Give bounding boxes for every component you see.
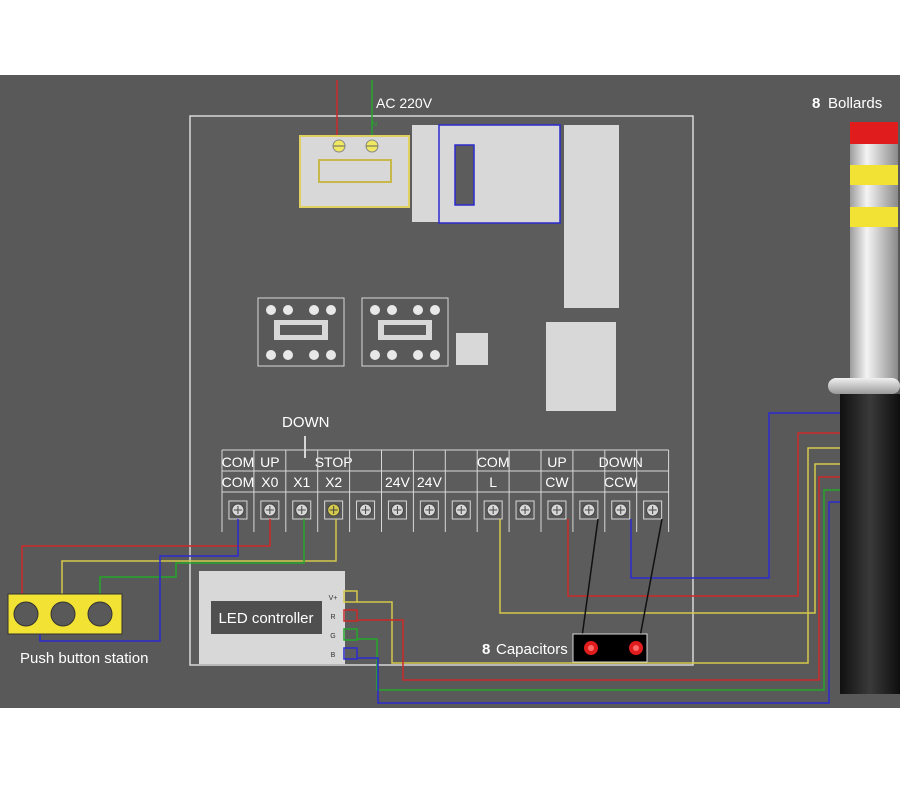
led-pin-socket bbox=[343, 647, 358, 660]
led-pin-socket bbox=[343, 590, 358, 603]
push-button-icon bbox=[50, 601, 76, 627]
led-pin-label: G bbox=[330, 633, 335, 640]
terminal-block: COM COM UP X0 X1 STOP X2 24V 24V COM L UP CW DOWN CCW bbox=[221, 449, 670, 532]
terminal-bottom-label: CW bbox=[545, 474, 569, 490]
screw-terminal-icon bbox=[579, 500, 599, 520]
component-square-large bbox=[546, 322, 616, 411]
wire-yellow-l bbox=[499, 463, 840, 614]
screw-terminal-icon bbox=[419, 500, 439, 520]
bollard-label: Bollards bbox=[828, 95, 882, 112]
led-pin-socket bbox=[343, 609, 358, 622]
bollard-yellow-band bbox=[850, 207, 898, 227]
wire-black-cap-2 bbox=[639, 518, 663, 638]
capacitor-label: Capacitors bbox=[496, 641, 568, 658]
wire-black-cap-1 bbox=[581, 518, 599, 638]
wires bbox=[21, 412, 840, 704]
bollard-yellow-band bbox=[850, 165, 898, 185]
terminal-bottom-label: 24V bbox=[417, 474, 443, 490]
screw-terminal-icon bbox=[451, 500, 471, 520]
wire-blue-led bbox=[357, 501, 840, 704]
down-callout-label: DOWN bbox=[282, 414, 330, 431]
bollard-red-band bbox=[850, 122, 898, 144]
terminal-top-label: UP bbox=[260, 454, 279, 470]
wire-green-led bbox=[357, 489, 840, 691]
led-pin-label: B bbox=[331, 652, 336, 659]
led-pin-label: R bbox=[330, 614, 335, 621]
screw-terminal-icon bbox=[332, 139, 346, 153]
component-tall bbox=[564, 125, 619, 308]
capacitor-icon bbox=[584, 641, 598, 655]
screw-terminal-icon bbox=[483, 500, 503, 520]
bollard-collar bbox=[828, 378, 900, 394]
led-pin-label: V+ bbox=[329, 595, 338, 602]
screw-terminal-icon bbox=[292, 500, 312, 520]
terminal-top-label: DOWN bbox=[599, 454, 643, 470]
screw-terminal-icon bbox=[515, 500, 535, 520]
terminal-bottom-label: X1 bbox=[293, 474, 310, 490]
terminal-bottom-label: X0 bbox=[261, 474, 278, 490]
terminal-top-label: STOP bbox=[315, 454, 353, 470]
capacitor-icon bbox=[629, 641, 643, 655]
screw-terminal-icon bbox=[260, 500, 280, 520]
relay-2 bbox=[361, 297, 449, 367]
screw-terminal-icon bbox=[547, 500, 567, 520]
led-controller-pins: V+ R G B bbox=[329, 590, 358, 660]
terminal-bottom-label: X2 bbox=[325, 474, 342, 490]
power-terminal-slot bbox=[318, 159, 392, 183]
wire-blue-com bbox=[39, 519, 239, 642]
bollard bbox=[828, 122, 900, 694]
screw-terminal-icon bbox=[365, 139, 379, 153]
wire-blue-ccw bbox=[630, 412, 840, 579]
screw-terminal-icon bbox=[611, 500, 631, 520]
terminal-bottom-label: COM bbox=[222, 474, 255, 490]
terminal-top-label: COM bbox=[477, 454, 510, 470]
screw-terminal-icon bbox=[356, 500, 376, 520]
wire-green-down bbox=[99, 519, 305, 600]
wire-yellow-led bbox=[357, 447, 840, 664]
neutral-mark: N bbox=[372, 121, 377, 128]
led-controller-label-bg bbox=[211, 601, 322, 634]
terminal-bottom-label: 24V bbox=[385, 474, 411, 490]
bollard-post bbox=[850, 122, 898, 392]
wire-red-led bbox=[357, 476, 840, 681]
component-square-small bbox=[456, 333, 488, 365]
terminal-top-label: UP bbox=[547, 454, 566, 470]
led-pin-socket bbox=[343, 628, 358, 641]
terminal-top-label: COM bbox=[222, 454, 255, 470]
ac-power-label: AC 220V bbox=[376, 95, 433, 111]
screw-terminal-icon bbox=[643, 500, 663, 520]
relay-block-small bbox=[412, 125, 439, 222]
screw-terminal-icon bbox=[228, 500, 248, 520]
wire-red-up bbox=[21, 519, 271, 600]
terminal-bottom-label: L bbox=[489, 474, 497, 490]
wire-red-cw bbox=[567, 432, 840, 597]
screw-terminal-icon bbox=[324, 500, 344, 520]
screw-terminal-icon bbox=[387, 500, 407, 520]
terminal-bottom-label: CCW bbox=[604, 474, 638, 490]
push-button-station-label: Push button station bbox=[20, 650, 148, 667]
relay-1 bbox=[257, 297, 345, 367]
push-button-icon bbox=[87, 601, 113, 627]
push-button-icon bbox=[13, 601, 39, 627]
capacitor-count: 8 bbox=[482, 641, 490, 658]
wire-yellow-stop bbox=[61, 519, 337, 600]
led-controller-label: LED controller bbox=[218, 610, 313, 627]
transformer-window bbox=[454, 144, 475, 206]
bollard-base bbox=[840, 394, 900, 694]
bollard-count: 8 bbox=[812, 95, 820, 112]
